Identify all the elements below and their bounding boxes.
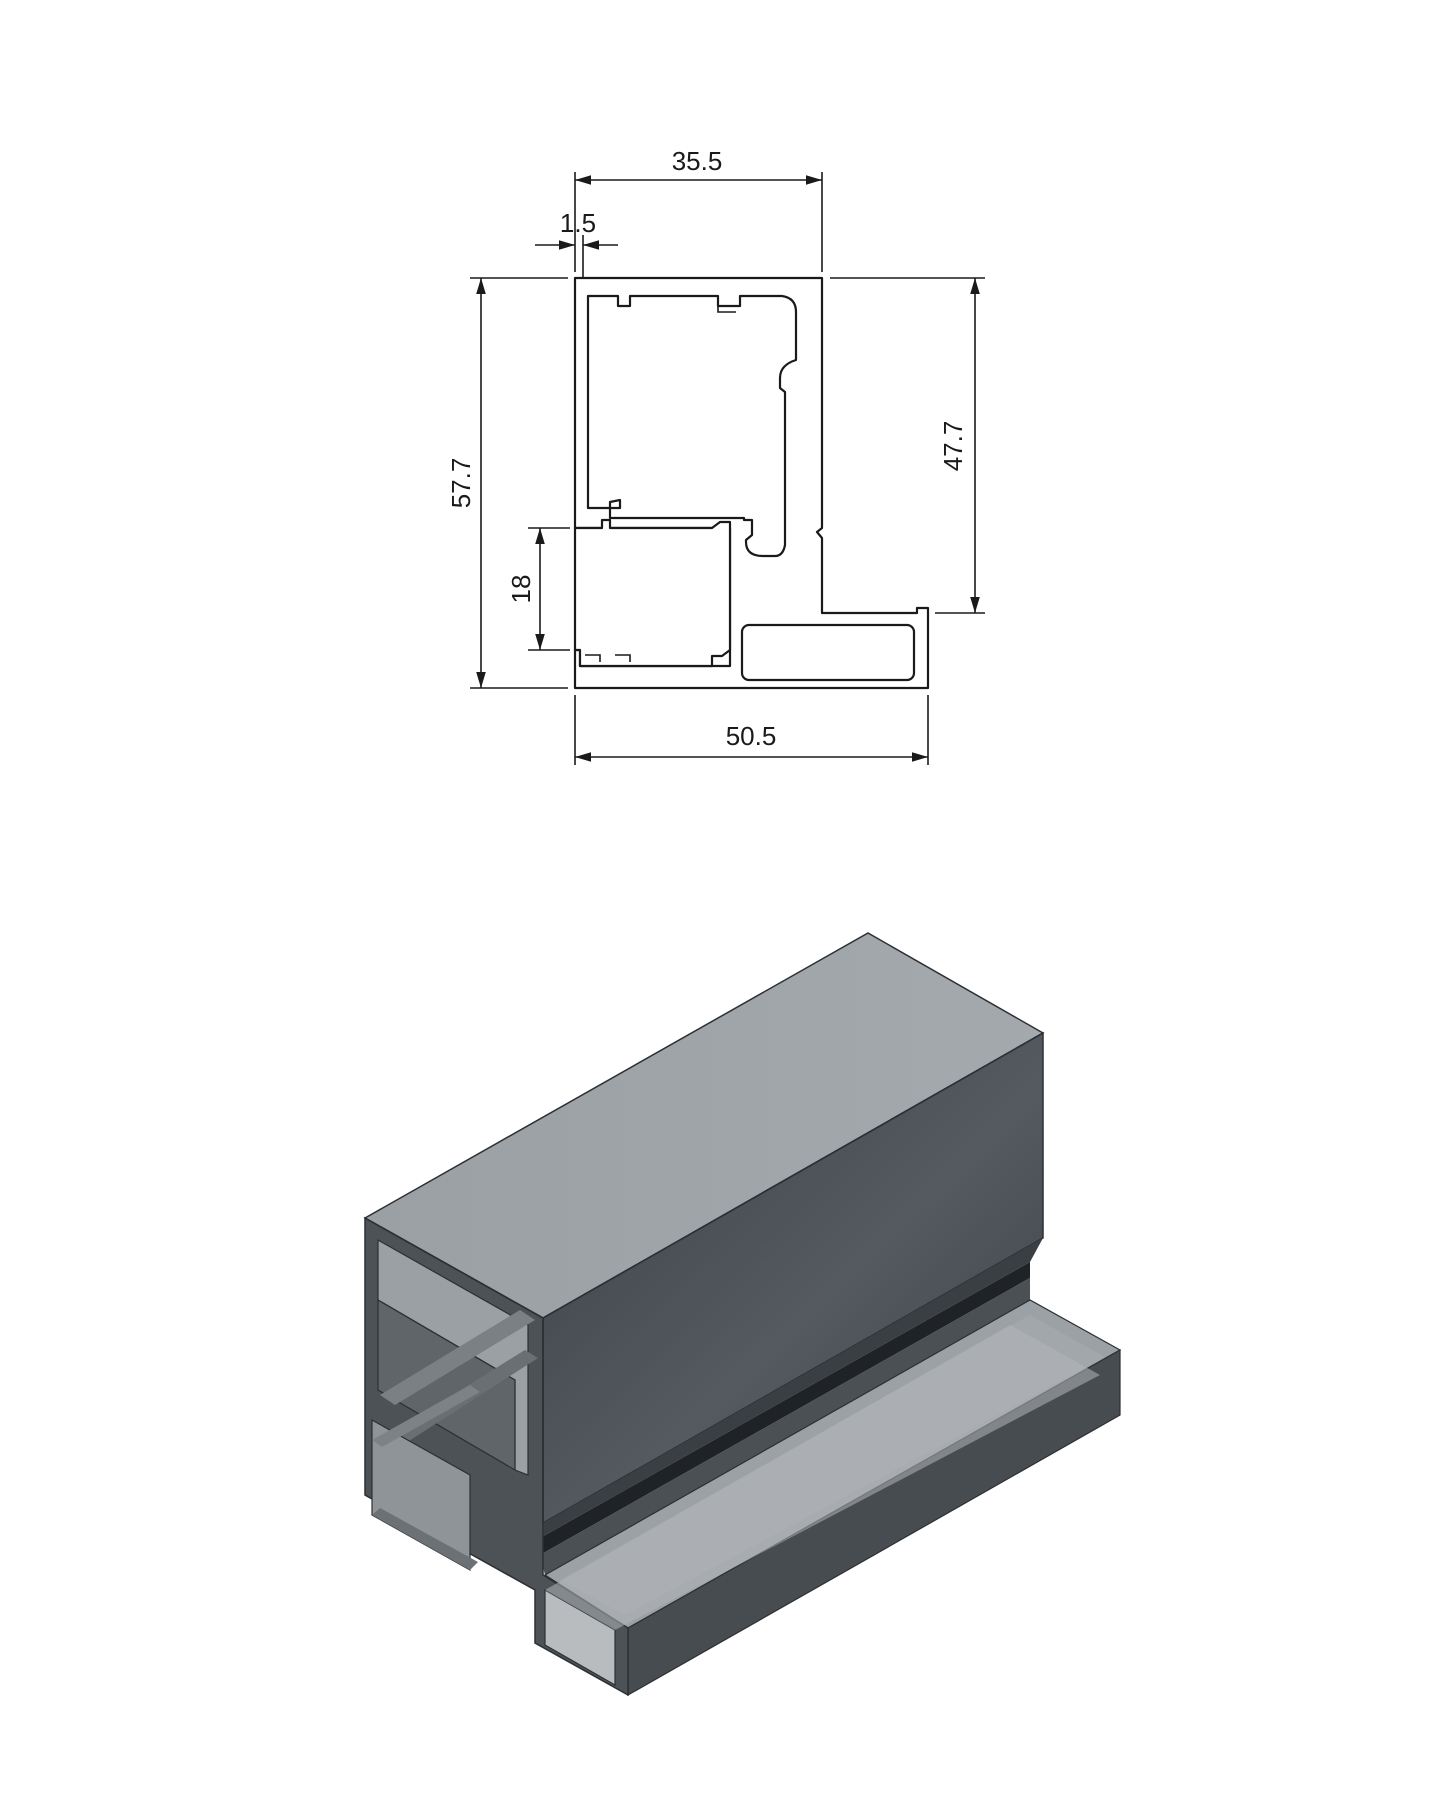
dim-top-width: 35.5	[672, 146, 723, 176]
upper-chamber	[586, 294, 798, 558]
dim-wall-thickness: 1.5	[560, 208, 596, 238]
dim-lower-opening: 18	[506, 575, 536, 604]
bottom-pocket	[740, 623, 916, 682]
isometric-render	[363, 932, 1122, 1697]
dim-right-height: 47.7	[938, 421, 968, 472]
lower-chamber	[573, 518, 732, 668]
dim-bottom-width: 50.5	[726, 721, 777, 751]
dim-total-height: 57.7	[446, 458, 476, 509]
cross-section: 35.5 1.5 57.7 47.7 18 50.5	[446, 146, 985, 765]
iso-groove	[540, 1238, 1043, 1538]
